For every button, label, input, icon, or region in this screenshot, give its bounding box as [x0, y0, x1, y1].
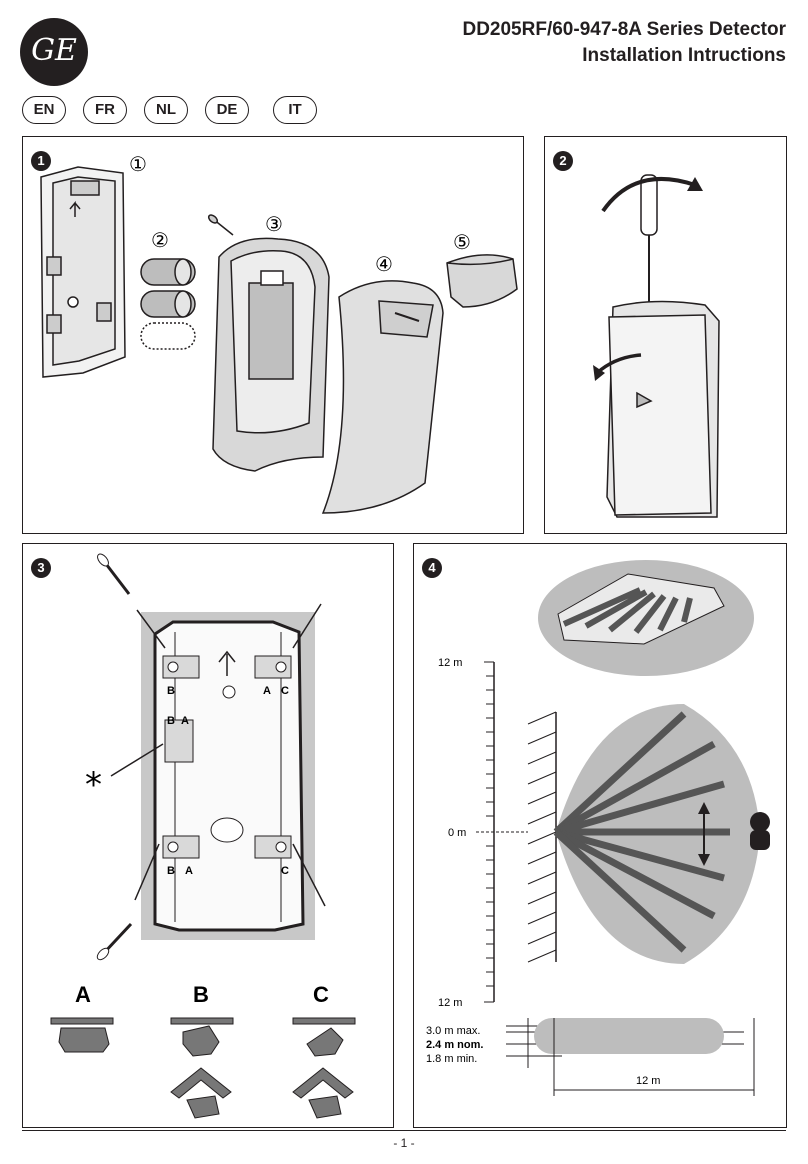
label-c-bottom: C — [281, 865, 289, 877]
option-c-drawing — [292, 1017, 356, 1119]
page-number: - 1 - — [393, 1136, 415, 1150]
callout-3: ③ — [265, 212, 283, 236]
open-cover-illustration — [593, 174, 720, 518]
label-a-mid: A — [181, 715, 189, 727]
callout-1: ① — [129, 152, 147, 176]
option-a-label: A — [75, 982, 91, 1007]
batteries-drawing — [140, 258, 196, 350]
document-title: DD205RF/60-947-8A Series Detector — [462, 19, 786, 40]
scale-zero-label: 0 m — [448, 827, 466, 839]
back-plate-drawing — [40, 166, 126, 378]
callout-5: ⑤ — [453, 230, 471, 254]
range-label: 12 m — [636, 1075, 660, 1087]
scale-top-label: 12 m — [438, 657, 462, 669]
height-max-label: 3.0 m max. — [426, 1025, 480, 1037]
detector-body-drawing — [212, 237, 330, 472]
label-a-bottom: A — [185, 865, 193, 877]
screwdriver-drawing — [640, 174, 658, 317]
screw-drawing — [207, 214, 234, 236]
mounting-illustration: B A C B A B A C * A B C — [50, 553, 356, 1119]
step-1-badge: 1 — [31, 151, 51, 171]
front-cover-drawing — [321, 280, 444, 514]
ge-logo-text: GE — [31, 33, 77, 68]
coverage-illustration: 12 m 0 m 12 m 3 — [426, 560, 770, 1096]
scale-bottom-label: 12 m — [438, 997, 462, 1009]
lang-tab-nl[interactable]: NL — [144, 96, 188, 124]
label-a-top: A — [263, 685, 271, 697]
lang-tab-fr[interactable]: FR — [83, 96, 127, 124]
lang-tab-en[interactable]: EN — [22, 96, 66, 124]
height-min-label: 1.8 m min. — [426, 1053, 477, 1065]
label-b-mid: B — [167, 715, 175, 727]
height-nom-label: 2.4 m nom. — [426, 1039, 483, 1051]
lang-tab-de[interactable]: DE — [205, 96, 249, 124]
option-c-label: C — [313, 982, 329, 1007]
exploded-view-illustration: ① ② ③ ④ ⑤ — [40, 152, 518, 514]
label-b-top: B — [167, 685, 175, 697]
panel-step-1: 1 — [22, 136, 524, 534]
ge-logo: GE — [20, 18, 88, 86]
lens-cap-drawing — [446, 254, 518, 308]
step-3-badge: 3 — [31, 558, 51, 578]
label-c-top: C — [281, 685, 289, 697]
panel-step-2: 2 — [544, 136, 787, 534]
callout-2: ② — [151, 228, 169, 252]
step-4-badge: 4 — [422, 558, 442, 578]
document-subtitle: Installation Intructions — [582, 45, 786, 66]
panel-step-4: 4 12 m 0 m 12 m — [413, 543, 787, 1128]
walking-person-icon — [750, 812, 770, 850]
callout-4: ④ — [375, 252, 393, 276]
panel-step-3: 3 B A C B A B A C * A B — [22, 543, 394, 1128]
step-2-badge: 2 — [553, 151, 573, 171]
option-b-label: B — [193, 982, 209, 1007]
rotate-arrow-icon — [601, 177, 696, 213]
asterisk-marker: * — [85, 765, 102, 805]
label-b-bottom: B — [167, 865, 175, 877]
detector-closed-drawing — [606, 300, 720, 518]
option-a-drawing — [50, 1017, 114, 1053]
lang-tab-it[interactable]: IT — [273, 96, 317, 124]
option-b-drawing — [170, 1017, 234, 1119]
footer-divider — [22, 1130, 786, 1131]
